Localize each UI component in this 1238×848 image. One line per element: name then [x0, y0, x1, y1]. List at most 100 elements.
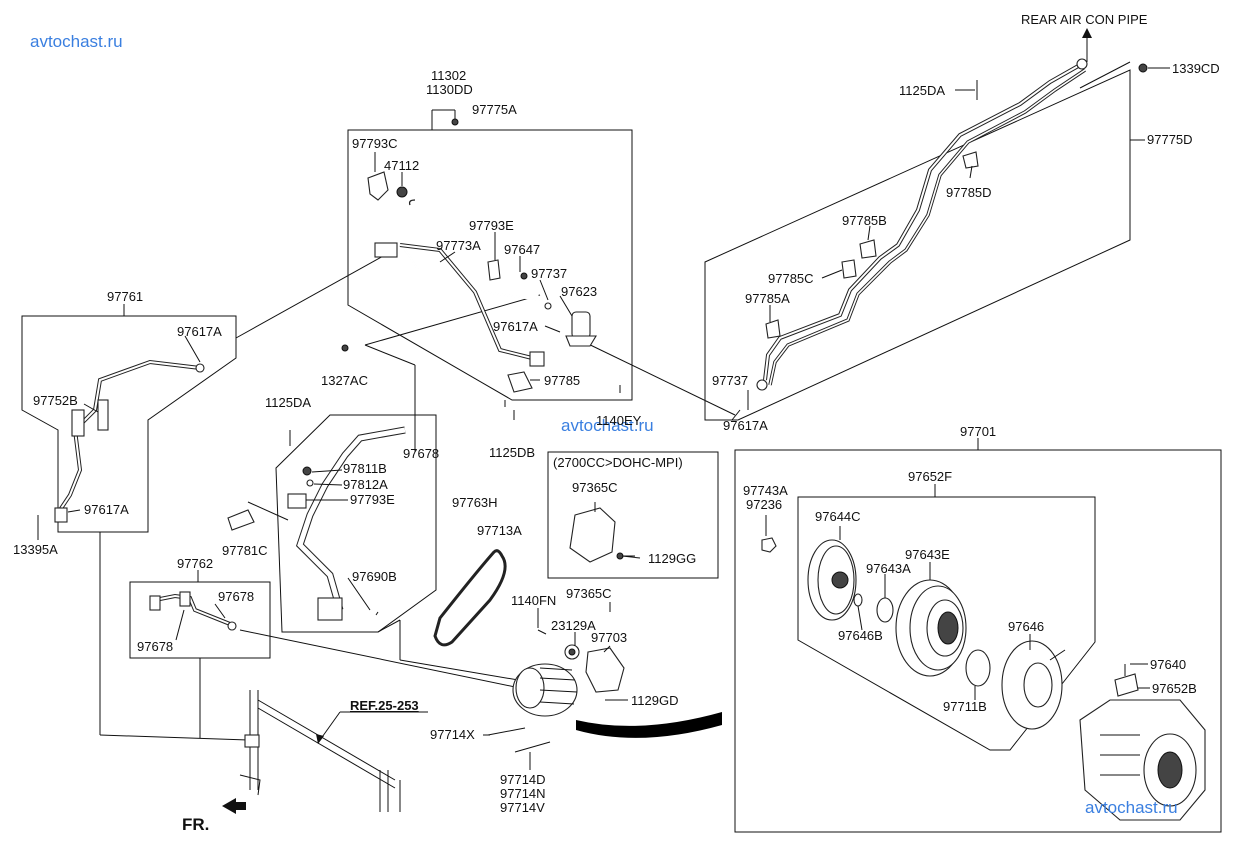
clamp-97785: [507, 371, 533, 393]
condenser-lines: [239, 690, 401, 812]
part-label: 97646: [1008, 619, 1044, 634]
part-label: 97793C: [352, 136, 398, 151]
part-label: 97737: [712, 373, 748, 388]
snap-ring-97711b: [965, 649, 991, 687]
part-label: 1125DB: [489, 445, 535, 460]
frame-97652f: [797, 496, 1096, 751]
part-label: 97737: [531, 266, 567, 281]
watermark: avtochast.ru: [1085, 798, 1178, 817]
receiver-drier-97623: [565, 311, 597, 347]
bracket-97781c: [227, 509, 255, 531]
fr-label: FR.: [182, 815, 209, 834]
part-label: 97690B: [352, 569, 397, 584]
part-label: 47112: [384, 158, 419, 173]
watermark: avtochast.ru: [561, 416, 654, 435]
part-label: 97236: [746, 497, 782, 512]
part-label: 1125DA: [899, 83, 945, 98]
belt-97713a: [433, 549, 507, 647]
hose-97761: [37, 359, 205, 530]
frame-97761: [21, 315, 237, 533]
part-label: 97623: [561, 284, 597, 299]
ref-label: REF.25-253: [350, 698, 419, 713]
part-label: 97775A: [472, 102, 517, 117]
frame-97775d: [704, 69, 1131, 421]
fr-arrow: [222, 798, 246, 814]
bracket-97793c: [367, 171, 408, 201]
part-label: 97785C: [768, 271, 814, 286]
part-label: 97643A: [866, 561, 911, 576]
part-label: 97773A: [436, 238, 481, 253]
part-label: 97703: [591, 630, 627, 645]
part-label: 97646B: [838, 628, 883, 643]
part-label: 97713A: [477, 523, 522, 538]
part-label: 97793E: [469, 218, 514, 233]
bracket-97365c: [569, 507, 635, 563]
part-label: 97714X: [430, 727, 475, 742]
engine-note: (2700CC>DOHC-MPI): [553, 455, 683, 470]
part-label: 97617A: [723, 418, 768, 433]
frame-2700cc: [547, 451, 719, 579]
nut-97743a: [761, 537, 777, 553]
clutch-plate-97644c: [807, 539, 857, 621]
compressor-body-97701: [1079, 664, 1206, 821]
watermark: avtochast.ru: [30, 32, 123, 51]
snap-ring-97646b: [853, 593, 863, 607]
part-label: 97617A: [493, 319, 538, 334]
part-label: 97752B: [33, 393, 78, 408]
part-label: 97714V: [500, 800, 545, 815]
part-label: 23129A: [551, 618, 596, 633]
part-label: 11302: [431, 68, 466, 83]
bracket-97703: [537, 629, 625, 693]
part-label: 1129GG: [648, 551, 696, 566]
part-label: 97617A: [84, 502, 129, 517]
pulley-97643e: [895, 579, 967, 677]
part-label: 97811B: [343, 461, 387, 476]
part-label: 97785: [544, 373, 580, 388]
part-label: 1339CD: [1172, 61, 1220, 76]
frame-97763h: [275, 414, 437, 633]
part-label: 1140EY: [596, 413, 642, 428]
part-label: 97617A: [177, 324, 222, 339]
clip-97793e-top: [487, 259, 501, 281]
hose-97763h: [287, 426, 406, 621]
rear-air-con-pipe-label: REAR AIR CON PIPE: [1021, 12, 1148, 27]
part-label: 1140FN: [511, 593, 556, 608]
belt-leader-shade: [576, 712, 722, 738]
part-label: 97678: [218, 589, 254, 604]
field-coil-97646: [1001, 640, 1066, 730]
part-label: 97762: [177, 556, 213, 571]
part-label: 97743A: [743, 483, 788, 498]
shim-97643a: [876, 597, 894, 623]
part-label: 97711B: [943, 699, 987, 714]
part-label: 97652F: [908, 469, 952, 484]
part-label: 97761: [107, 289, 143, 304]
part-label: 97643E: [905, 547, 950, 562]
rear-pipe-97775d: [756, 58, 1148, 391]
part-label: 97785B: [842, 213, 887, 228]
part-label: 97678: [137, 639, 173, 654]
part-label: 97644C: [815, 509, 861, 524]
part-label: 13395A: [13, 542, 58, 557]
part-label: 97763H: [452, 495, 498, 510]
part-label: 97793E: [350, 492, 395, 507]
part-label: 97365C: [572, 480, 618, 495]
part-label: 1125DA: [265, 395, 311, 410]
leaders: [37, 67, 1170, 770]
compressor-center: [512, 663, 578, 717]
part-label: 97647: [504, 242, 540, 257]
part-label: 97365C: [566, 586, 612, 601]
bolts-97775a: [341, 110, 621, 420]
part-label: 97785A: [745, 291, 790, 306]
part-label: 97652B: [1152, 681, 1197, 696]
part-label: 97714N: [500, 786, 546, 801]
part-label: 1130DD: [426, 82, 473, 97]
part-label: 1327AC: [321, 373, 368, 388]
part-label: 97701: [960, 424, 996, 439]
part-label: 97785D: [946, 185, 992, 200]
part-label: 97812A: [343, 477, 388, 492]
hose-97762: [149, 591, 237, 631]
part-label: 1129GD: [631, 693, 678, 708]
part-label: 97781C: [222, 543, 268, 558]
part-label: 97775D: [1147, 132, 1193, 147]
